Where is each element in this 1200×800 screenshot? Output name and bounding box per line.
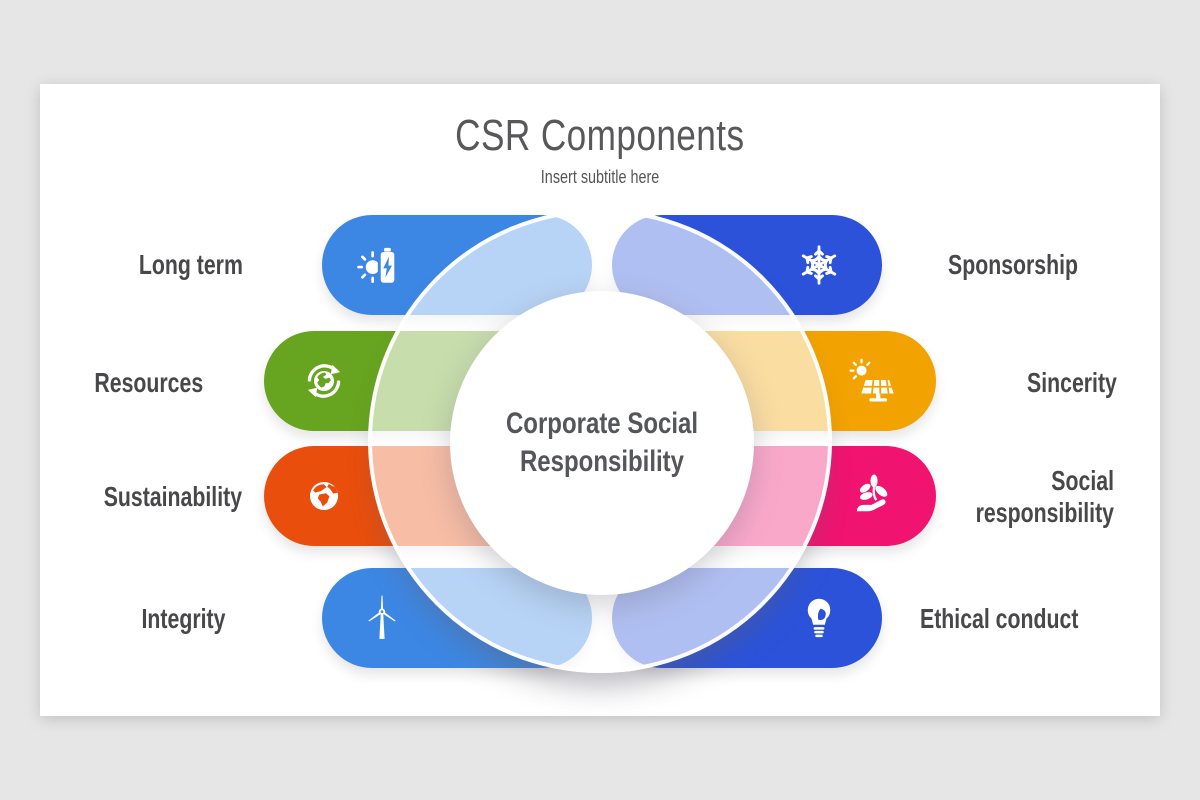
label-sincerity: Sincerity bbox=[1027, 367, 1117, 398]
label-integrity: Integrity bbox=[141, 603, 225, 634]
label-long-term: Long term bbox=[138, 249, 243, 280]
snowflake-icon bbox=[794, 240, 844, 290]
page-title: CSR Components bbox=[455, 111, 745, 160]
label-sustainability: Sustainability bbox=[103, 481, 243, 512]
wind-turbine-icon bbox=[357, 593, 407, 643]
label-social-responsibility: Social responsibility bbox=[975, 465, 1114, 528]
label-resources: Resources bbox=[94, 367, 204, 398]
bulb-leaf-icon bbox=[794, 593, 844, 643]
center-title: Corporate Social Responsibility bbox=[505, 407, 699, 478]
center-circle: Corporate Social Responsibility bbox=[450, 291, 754, 595]
solar-panel-icon bbox=[848, 356, 898, 406]
page-subtitle: Insert subtitle here bbox=[540, 167, 660, 187]
label-ethical-conduct: Ethical conduct bbox=[920, 603, 1079, 634]
plant-hand-icon bbox=[848, 471, 898, 521]
label-sponsorship: Sponsorship bbox=[948, 249, 1079, 280]
earth-globe-icon bbox=[299, 471, 349, 521]
recycle-globe-icon bbox=[299, 356, 349, 406]
solar-battery-icon bbox=[357, 240, 407, 290]
